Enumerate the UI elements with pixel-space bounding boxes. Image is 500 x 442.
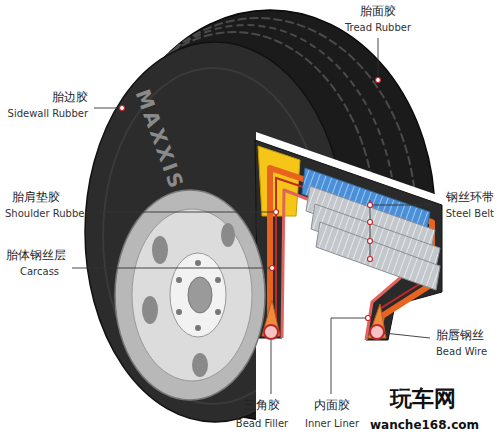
cross-section xyxy=(316,222,440,290)
leader-line xyxy=(72,268,272,269)
part-name-en: Carcass xyxy=(20,266,59,278)
part-name-en: Shoulder Rubber xyxy=(5,208,89,220)
leader-line xyxy=(271,340,272,394)
wheel-rim xyxy=(215,277,221,283)
cross-section xyxy=(255,140,442,340)
part-name-cn: 内面胶 xyxy=(314,398,350,412)
leader-line xyxy=(331,318,368,394)
wheel-rim xyxy=(132,209,252,381)
leader-dot xyxy=(368,257,373,262)
wheel-rim xyxy=(195,325,201,331)
wheel-rim xyxy=(215,309,221,315)
leader-dot xyxy=(368,203,373,208)
wheel-rim xyxy=(176,277,182,283)
wheel-rim xyxy=(152,236,168,264)
wheel-rim xyxy=(188,277,212,313)
leader-line xyxy=(94,108,122,109)
part-name-en: Tread Rubber xyxy=(345,22,411,34)
leader-dot xyxy=(120,78,381,321)
wheel-rim xyxy=(176,309,182,315)
part-name-cn: 胎唇钢丝 xyxy=(436,328,484,342)
part-name-cn: 钢丝环带 xyxy=(446,190,494,204)
leader-dot xyxy=(368,239,373,244)
part-name-cn: 胎体钢丝层 xyxy=(6,248,66,262)
leader-line xyxy=(378,38,379,80)
leader-dot xyxy=(368,220,373,225)
cross-section xyxy=(255,140,442,340)
leader-line xyxy=(384,333,430,338)
part-name-en: Steel Belt xyxy=(446,208,494,220)
brand-text: MAXXIS xyxy=(131,86,190,194)
wheel-rim xyxy=(192,353,208,377)
leader-dot xyxy=(376,78,381,83)
part-name-cn: 胎肩垫胶 xyxy=(12,190,60,204)
leader-line xyxy=(72,38,432,394)
leader-line xyxy=(100,212,276,213)
leader-dot xyxy=(274,210,279,215)
wheel-rim xyxy=(115,190,265,400)
wheel-rim xyxy=(221,223,235,247)
watermark: wanche168.com xyxy=(370,418,479,432)
cross-section xyxy=(368,304,386,338)
part-name-cn: 胎面胶 xyxy=(360,4,396,18)
leader-dot xyxy=(270,266,275,271)
wheel-rim xyxy=(142,296,158,324)
part-name-cn: 三角胶 xyxy=(244,398,280,412)
wheel-rim xyxy=(115,190,265,400)
leader-dot xyxy=(366,316,371,321)
leader-dot xyxy=(120,106,125,111)
part-name-en: Sidewall Rubber xyxy=(8,108,88,120)
cross-section xyxy=(258,146,300,216)
part-name-en: Bead Filler xyxy=(236,418,288,430)
leader-line xyxy=(370,200,371,262)
wheel-rim xyxy=(195,260,201,266)
wheel-rim xyxy=(170,253,226,337)
cross-section xyxy=(264,325,278,339)
part-name-cn: 胎边胶 xyxy=(52,90,88,104)
leader-line xyxy=(370,205,432,206)
part-name-en: Inner Liner xyxy=(305,418,359,430)
cross-section xyxy=(370,325,384,339)
part-name-en: Bead Wire xyxy=(436,346,487,358)
watermark: 玩车网 xyxy=(390,386,456,412)
